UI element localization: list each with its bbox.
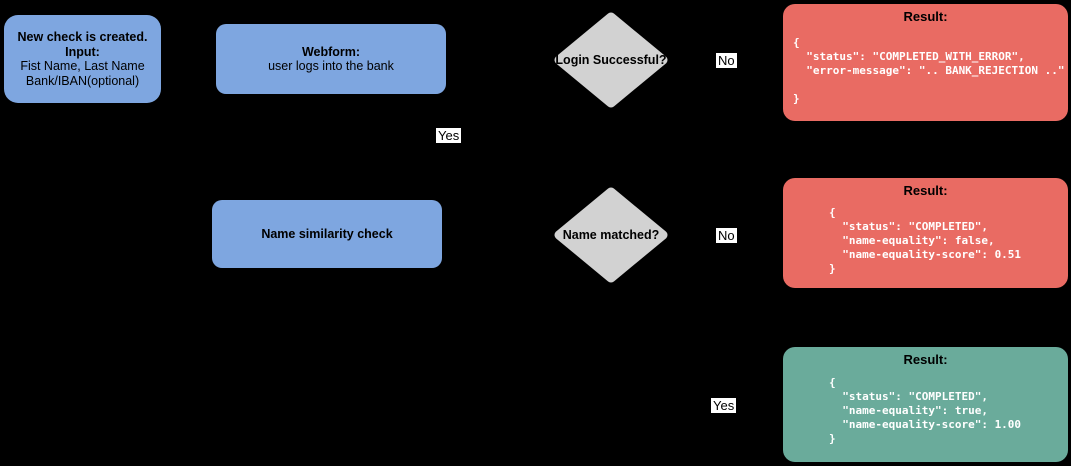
result-heading: Result: — [903, 352, 948, 367]
webform-node: Webform: user logs into the bank — [216, 24, 446, 94]
name-decision-diamond-shape — [554, 187, 668, 283]
name-similarity-check-title: Name similarity check — [261, 226, 393, 241]
result-heading: Result: — [903, 9, 948, 24]
start-node-body: Fist Name, Last Name Bank/IBAN(optional) — [20, 59, 145, 88]
result-json-code: { "status": "COMPLETED", "name-equality"… — [829, 206, 1022, 275]
login-decision-label: Login Successful? — [555, 53, 667, 67]
result-box-success: Result: { "status": "COMPLETED", "name-e… — [783, 347, 1068, 462]
result-heading: Result: — [903, 183, 948, 198]
name-decision-label: Name matched? — [562, 228, 660, 242]
result-json-code: { "status": "COMPLETED", "name-equality"… — [829, 376, 1022, 445]
edge-label-login-no: No — [716, 53, 737, 68]
edge-label-name-no: No — [716, 228, 737, 243]
start-node: New check is created. Input: Fist Name, … — [4, 15, 161, 103]
webform-node-title: Webform: — [301, 44, 361, 59]
webform-node-body: user logs into the bank — [268, 59, 394, 73]
edge-label-name-yes: Yes — [711, 398, 737, 413]
edge-label-login-yes: Yes — [436, 128, 462, 143]
start-node-title: New check is created. Input: — [17, 30, 148, 59]
result-json-code: { "status": "COMPLETED_WITH_ERROR", "err… — [793, 36, 1065, 105]
login-decision-diamond-shape — [554, 12, 668, 108]
result-box-name-mismatch: Result: { "status": "COMPLETED", "name-e… — [783, 178, 1068, 288]
name-similarity-check-node: Name similarity check — [212, 200, 442, 268]
result-box-login-error: Result: { "status": "COMPLETED_WITH_ERRO… — [783, 4, 1068, 121]
